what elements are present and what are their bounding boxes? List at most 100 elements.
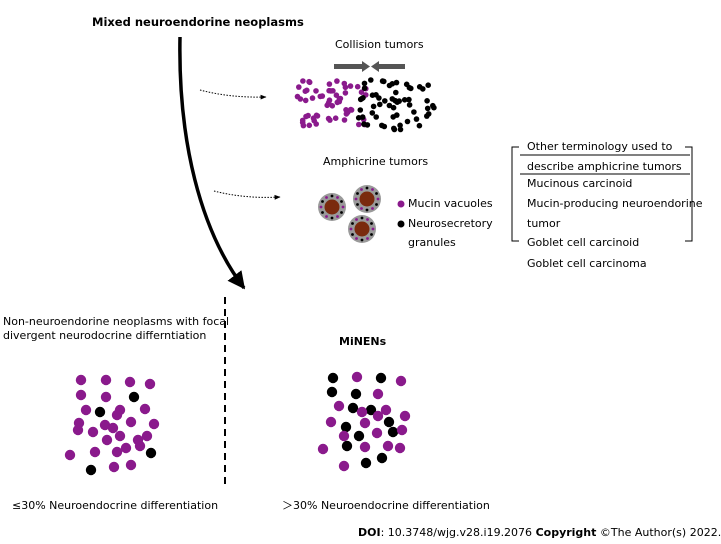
non-neuro-cell-dot [351, 371, 363, 383]
neuroendocrine-cell-dot [389, 96, 396, 102]
vacuole-dot [366, 237, 369, 240]
cell-nucleus [324, 199, 340, 215]
granule-dot [360, 238, 364, 242]
granule-dot [365, 186, 369, 190]
neuro-cell-dot [347, 402, 359, 414]
vacuole-dot [355, 237, 358, 240]
non-neuro-caption: ≤30% Neuroendocrine differentiation [12, 499, 219, 512]
vacuole-dot [371, 207, 374, 210]
non-neuro-cell-dot [111, 409, 123, 421]
copyright-value: ©The Author(s) 2022. [596, 526, 721, 539]
neuroendocrine-cell-dot [404, 118, 411, 125]
mucin-cell-dot [309, 95, 316, 101]
mucin-cell-dot [326, 81, 333, 87]
amphicrine-label: Amphicrine tumors [323, 155, 429, 168]
granule-dot [351, 233, 354, 236]
mucin-cell-dot [326, 97, 333, 103]
minens-cell-cluster [317, 371, 411, 472]
neuro-cell-dot [375, 372, 387, 384]
mucin-cell-dot [347, 83, 354, 89]
non-neuro-cell-dot [107, 422, 119, 434]
terminology-item: Mucinous carcinoid [527, 177, 633, 190]
legend-neuro-dot [397, 220, 405, 228]
neuroendocrine-cell-dot [408, 85, 414, 92]
mucin-cell-dot [317, 93, 324, 100]
non-neuro-cell-dot [372, 410, 384, 422]
vacuole-dot [354, 197, 358, 201]
mucin-cell-dot [296, 84, 302, 90]
neuroendocrine-cell-dot [397, 122, 403, 129]
mucin-cell-dot [358, 89, 365, 95]
vacuole-dot [325, 215, 328, 218]
non-neuro-heading-2: divergent neurodocrine differntiation [3, 329, 207, 342]
mucin-cell-dot [341, 117, 348, 123]
vacuole-dot [349, 227, 353, 231]
footer-citation: DOI: 10.3748/wjg.v28.i19.2076 Copyright … [358, 526, 721, 540]
vacuole-dot [371, 188, 374, 191]
neuroendocrine-cell-dot [401, 97, 408, 103]
non-neuro-cell-dot [124, 376, 136, 388]
granule-dot [370, 233, 373, 236]
mucin-cell-dot [342, 90, 349, 96]
mucin-cell-dot [328, 88, 334, 94]
mucin-cell-dot [294, 93, 301, 100]
non-neuro-cell-dot [338, 430, 350, 442]
mucin-cell-dot [333, 92, 340, 98]
doi-label: DOI [358, 526, 381, 539]
neuroendocrine-cell-dot [379, 122, 385, 129]
minens-heading: MiNENs [339, 335, 387, 348]
terminology-item: Mucin-producing neuroendorine [527, 197, 703, 210]
neuroendocrine-cell-dot [424, 98, 430, 104]
non-neuro-cell-dot [72, 424, 84, 436]
vacuole-dot [319, 205, 323, 209]
neuroendocrine-cell-dot [376, 95, 382, 101]
neuro-cell-dot [365, 404, 377, 416]
vacuole-dot [376, 197, 380, 201]
non-neuro-cell-dot [99, 419, 111, 431]
non-neuro-cell-dot [100, 391, 112, 403]
neuro-cell-dot [360, 457, 372, 469]
neuroendocrine-cell-dot [381, 78, 387, 85]
neuro-cell-dot [85, 464, 97, 476]
doi-value: : 10.3748/wjg.v28.i19.2076 [380, 526, 533, 539]
mucin-cell-dot [300, 78, 306, 84]
neuroendocrine-cell-dot [369, 92, 376, 98]
main-title: Mixed neuroendorine neoplasms [92, 15, 304, 29]
mucin-cell-dot [342, 84, 349, 91]
dotted-arrow-amphicrine [213, 190, 281, 200]
non-neuro-cell-dot [125, 416, 137, 428]
vacuole-dot [360, 207, 363, 210]
neuro-cell-dot [350, 388, 362, 400]
vacuole-dot [366, 218, 369, 221]
legend-neuro-label-1: Neurosecretory [408, 217, 493, 230]
mucin-cell-dot [327, 117, 333, 123]
non-neuro-cell-dot [111, 446, 123, 458]
terminology-header-2: describe amphicrine tumors [527, 160, 682, 173]
neuroendocrine-cell-dot [389, 81, 396, 87]
mucin-cell-dot [313, 88, 319, 94]
mucin-cell-dot [354, 83, 361, 90]
non-neuro-cell-dot [87, 426, 99, 438]
non-neuro-cell-dot [333, 400, 345, 412]
vacuole-dot [360, 188, 363, 191]
granule-dot [356, 192, 359, 195]
granule-dot [356, 203, 359, 206]
neuroendocrine-cell-dot [357, 107, 364, 113]
non-neuro-cell-dot [372, 388, 384, 400]
neuro-cell-dot [383, 416, 395, 428]
neuroendocrine-cell-dot [357, 96, 364, 103]
mucin-cell-dot [336, 98, 343, 105]
main-curved-arrow [178, 36, 246, 290]
granule-dot [370, 222, 373, 225]
amphicrine-cells [318, 185, 381, 243]
neuroendocrine-cell-dot [411, 109, 417, 115]
neuroendocrine-cell-dot [406, 96, 412, 103]
neuroendocrine-cell-dot [397, 126, 404, 133]
non-neuro-cell-cluster [64, 374, 160, 476]
dotted-arrow-collision [199, 89, 267, 100]
neuroendocrine-cell-dot [390, 104, 397, 111]
neuroendocrine-cell-dot [425, 82, 432, 88]
neuro-cell-dot [341, 440, 353, 452]
mucin-cell-dot [306, 78, 312, 85]
vacuole-dot [355, 218, 358, 221]
